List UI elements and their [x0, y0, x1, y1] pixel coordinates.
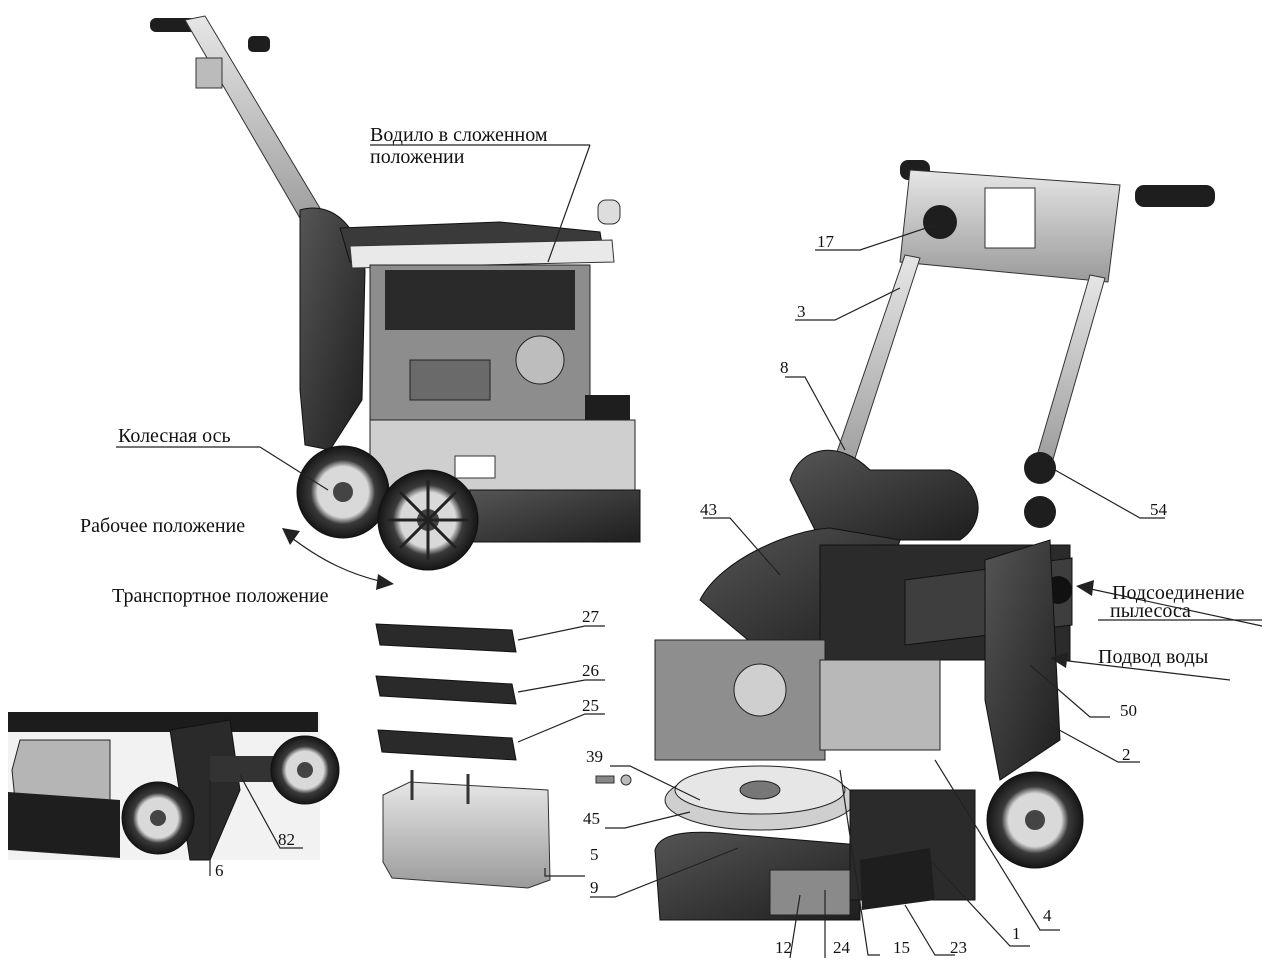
weight-plates	[375, 623, 517, 761]
label-wheel-axle: Колесная ось	[118, 425, 231, 447]
callout-5: 5	[590, 845, 599, 864]
callout-39: 39	[586, 747, 603, 766]
bolt-washer	[595, 774, 632, 786]
label-working-position: Рабочее положение	[80, 515, 245, 537]
callout-23: 23	[950, 938, 967, 957]
callout-50: 50	[1120, 701, 1137, 720]
callout-45: 45	[583, 809, 600, 828]
callout-26: 26	[582, 661, 599, 680]
callout-8: 8	[780, 358, 789, 377]
leader-lines	[116, 144, 1263, 959]
callout-2: 2	[1122, 745, 1131, 764]
callout-4: 4	[1043, 906, 1052, 925]
callout-3: 3	[797, 302, 806, 321]
label-transport-position: Транспортное положение	[112, 585, 329, 607]
callout-54: 54	[1150, 500, 1168, 519]
label-folded-handle-line2: положении	[370, 146, 465, 168]
callout-27: 27	[582, 607, 600, 626]
label-water-supply: Подвод воды	[1098, 646, 1208, 668]
label-folded-handle-line1: Водило в сложенном	[370, 124, 548, 146]
callout-6: 6	[215, 861, 224, 880]
callout-17: 17	[817, 232, 835, 251]
callout-1: 1	[1012, 924, 1021, 943]
machine-side-view	[150, 15, 641, 571]
callout-25: 25	[582, 696, 599, 715]
wheel-detail-view	[8, 712, 340, 861]
callout-9: 9	[590, 878, 599, 897]
label-vacuum-line1: Подсоединение	[1112, 582, 1245, 604]
callout-82: 82	[278, 830, 295, 849]
label-vacuum-line2: пылесоса	[1110, 600, 1191, 622]
belt-cover	[382, 770, 551, 889]
callout-24: 24	[833, 938, 851, 957]
machine-front-view	[654, 160, 1215, 921]
callout-43: 43	[700, 500, 717, 519]
callout-15: 15	[893, 938, 910, 957]
callout-12: 12	[775, 938, 792, 957]
